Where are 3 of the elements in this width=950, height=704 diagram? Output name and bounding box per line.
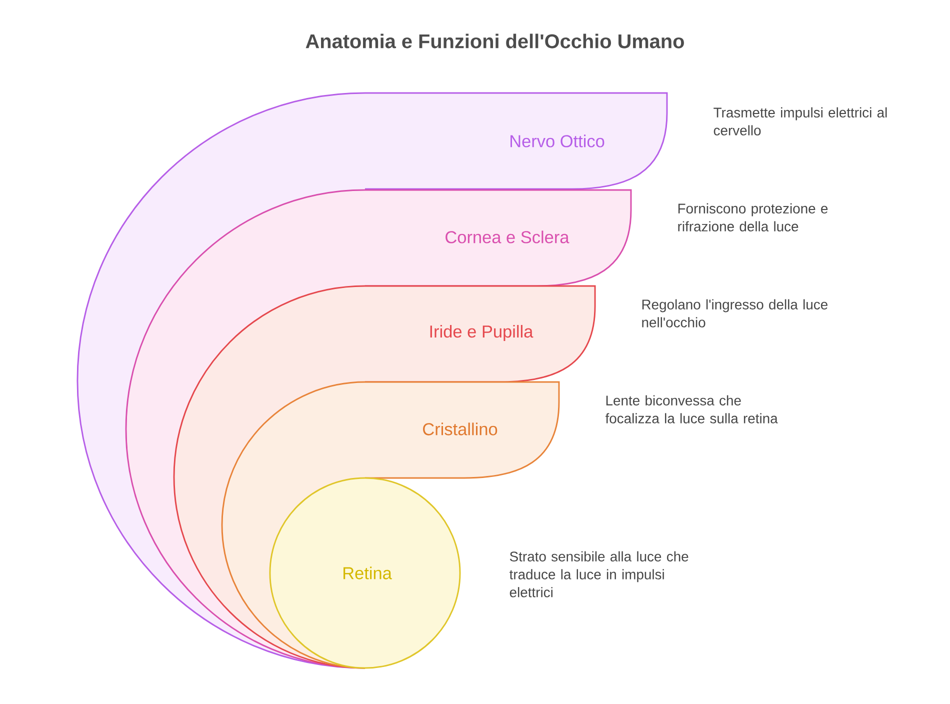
title: Anatomia e Funzioni dell'Occhio Umano [306, 34, 684, 48]
description-text: Trasmette impulsi elettrici al cervello [714, 107, 887, 136]
node-label: Cristallino [423, 422, 498, 436]
